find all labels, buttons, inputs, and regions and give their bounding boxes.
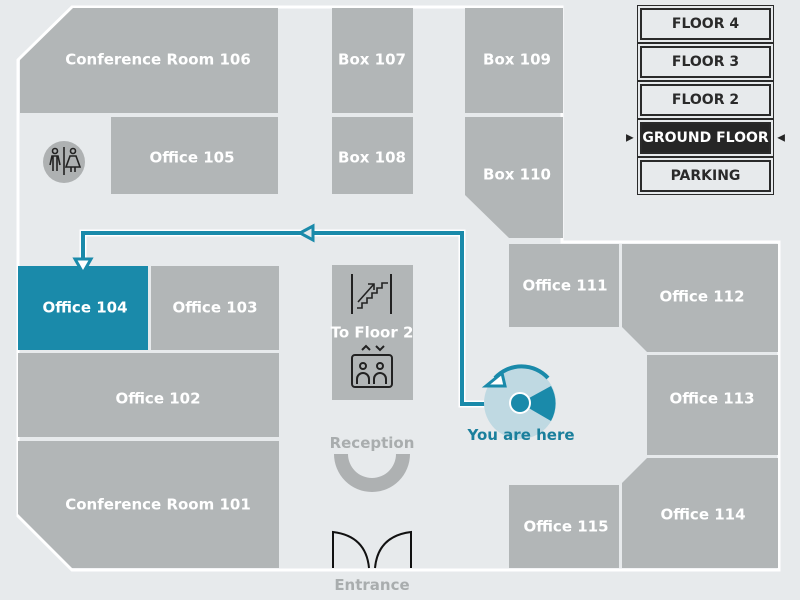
- restroom-icon[interactable]: [43, 141, 85, 183]
- room-office-104[interactable]: Office 104: [18, 266, 148, 350]
- room-office-103[interactable]: Office 103: [151, 266, 279, 350]
- room-box-107[interactable]: Box 107: [332, 8, 413, 113]
- room-label: Conference Room 101: [65, 496, 251, 514]
- caret-left-icon: ◀: [777, 132, 785, 144]
- floor-selector: FLOOR 4 FLOOR 3 FLOOR 2 ▶ GROUND FLOOR ◀…: [626, 5, 785, 198]
- floor-button-3[interactable]: FLOOR 3: [637, 43, 774, 81]
- elevator-icon: [351, 344, 393, 388]
- room-box-110[interactable]: Box 110: [465, 117, 563, 238]
- caret-right-icon: ▶: [626, 132, 634, 144]
- route-path: [72, 223, 515, 408]
- room-conference-101[interactable]: Conference Room 101: [18, 441, 279, 568]
- room-label: Conference Room 106: [65, 51, 251, 69]
- floor-button-2[interactable]: FLOOR 2: [637, 81, 774, 119]
- room-label: Office 112: [659, 288, 744, 306]
- reception-label: Reception: [330, 434, 415, 452]
- room-office-113[interactable]: Office 113: [647, 355, 778, 455]
- room-label: Office 102: [115, 390, 200, 408]
- stairs-label: To Floor 2: [331, 324, 414, 342]
- room-box-108[interactable]: Box 108: [332, 117, 413, 194]
- room-label: Box 109: [483, 51, 551, 69]
- floor-button-4[interactable]: FLOOR 4: [637, 5, 774, 43]
- room-label: Office 111: [522, 277, 607, 295]
- building-outline: [16, 5, 781, 572]
- room-label: Office 114: [660, 506, 745, 524]
- room-label: Office 105: [149, 149, 234, 167]
- floor-label: FLOOR 4: [671, 16, 740, 32]
- room-box-109[interactable]: Box 109: [465, 8, 563, 113]
- floor-label: GROUND FLOOR: [642, 130, 769, 146]
- entrance-label: Entrance: [334, 576, 409, 594]
- reception-desk-icon: [334, 454, 410, 492]
- room-label: Office 104: [42, 299, 127, 317]
- double-door-icon[interactable]: [332, 530, 412, 569]
- room-label: Office 113: [669, 390, 754, 408]
- you-are-here-icon: [481, 364, 556, 439]
- room-label: Box 107: [338, 51, 406, 69]
- room-office-112[interactable]: Office 112: [622, 244, 778, 352]
- floor-button-ground[interactable]: ▶ GROUND FLOOR ◀: [626, 119, 785, 157]
- floor-label: PARKING: [670, 168, 741, 184]
- room-office-115[interactable]: Office 115: [509, 485, 619, 568]
- you-are-here-label: You are here: [466, 426, 574, 444]
- room-office-102[interactable]: Office 102: [18, 353, 279, 437]
- floor-label: FLOOR 3: [671, 54, 740, 70]
- room-label: Office 115: [523, 518, 608, 536]
- room-conference-106[interactable]: Conference Room 106: [20, 8, 278, 113]
- room-office-105[interactable]: Office 105: [111, 117, 278, 194]
- floor-label: FLOOR 2: [671, 92, 740, 108]
- room-label: Box 108: [338, 149, 406, 167]
- destination-arrow-icon: [72, 257, 94, 277]
- route-arrow-icon: [296, 223, 315, 243]
- room-label: Box 110: [483, 166, 551, 184]
- room-office-111[interactable]: Office 111: [509, 244, 619, 327]
- room-label: Office 103: [172, 299, 257, 317]
- room-office-114[interactable]: Office 114: [622, 458, 778, 568]
- floor-button-parking[interactable]: PARKING: [637, 157, 774, 195]
- stairs-up-icon: [351, 274, 392, 314]
- stairs-elevator-block[interactable]: To Floor 2: [331, 265, 414, 400]
